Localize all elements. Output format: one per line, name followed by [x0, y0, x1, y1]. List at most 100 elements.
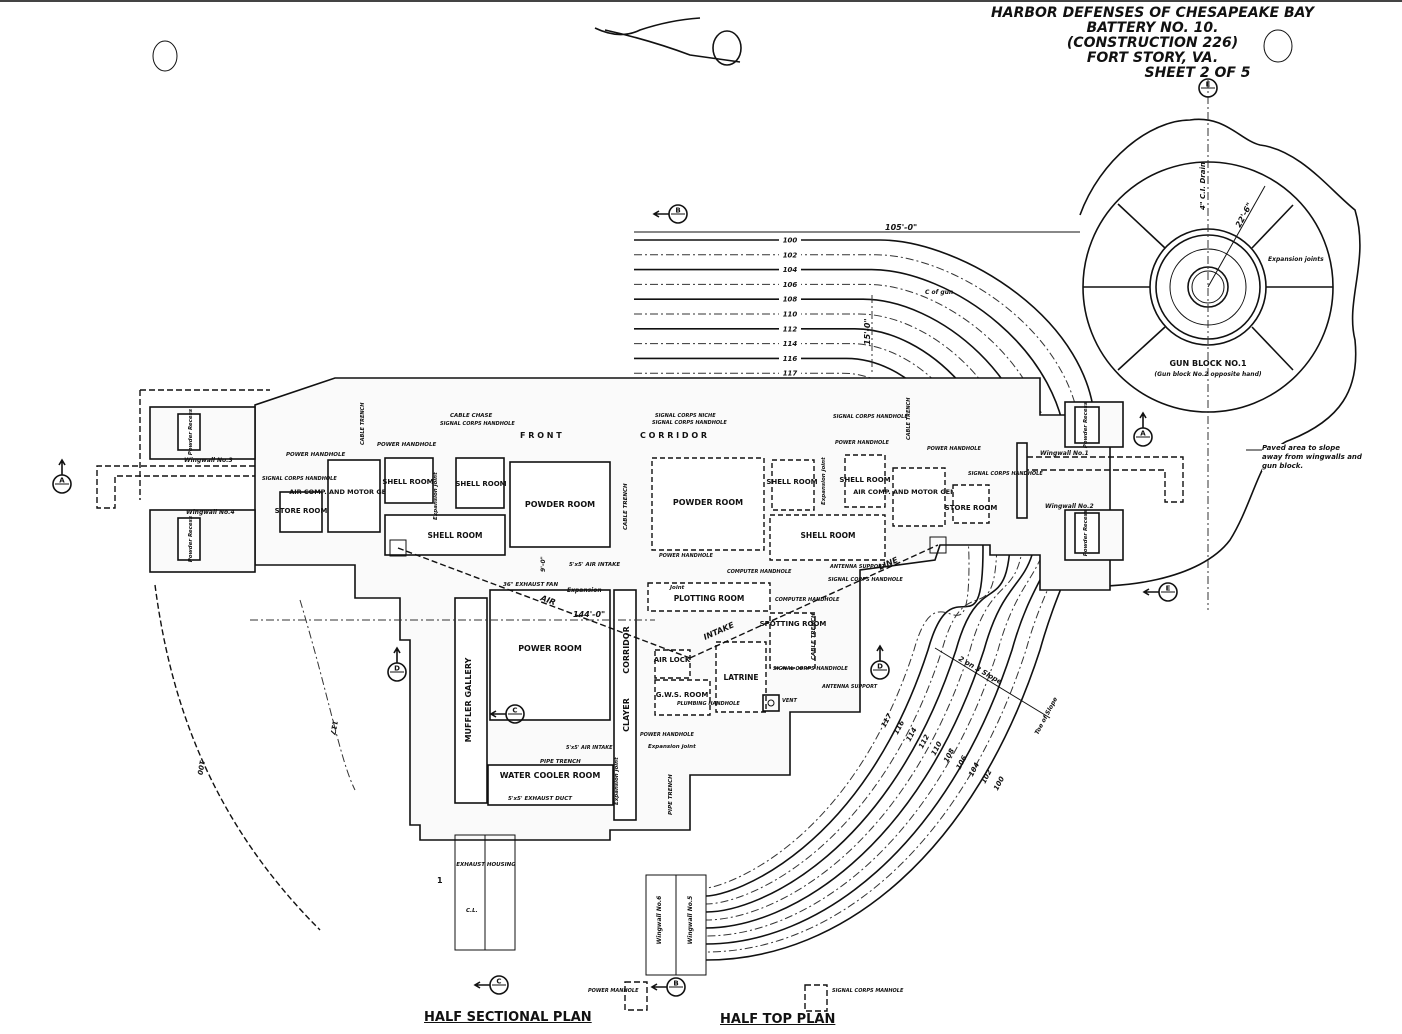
section-marker-circle [1198, 78, 1218, 98]
contour-label-backing [779, 353, 801, 362]
air-intake-line-right [689, 544, 939, 659]
punch-hole-stamp [712, 30, 742, 66]
section-marker-letter: D [877, 663, 883, 671]
store-room-right-label: STORE ROOM [945, 504, 998, 512]
section-arrow-icon [393, 646, 401, 663]
height-dim: 9'-0" [540, 556, 547, 572]
section-marker-e-top: E [1198, 78, 1218, 98]
air-intake-label: 5'x5' AIR INTAKE [569, 562, 620, 568]
shell-room-1 [384, 457, 434, 504]
gun-block-ring-5 [1191, 270, 1225, 304]
expansion-label: Expansion [567, 587, 602, 594]
muffler-gallery [454, 597, 488, 804]
power-handhole-label: POWER HANDHOLE [286, 452, 345, 458]
right-wall-plate [1016, 442, 1028, 519]
power-manhole [624, 981, 648, 1011]
power-handhole-label: POWER HANDHOLE [835, 440, 889, 446]
section-marker-letter: A [59, 477, 65, 485]
exhaust-duct-label: 5'x5' EXHAUST DUCT [508, 796, 573, 802]
plotting-room-label: PLOTTING ROOM [674, 594, 745, 603]
contour-label-top: 114 [783, 340, 798, 348]
contour-label-backing [779, 368, 801, 377]
section-arrow-icon [650, 983, 667, 991]
section-arrow-icon [1139, 411, 1147, 428]
spotting-room-label: SPOTTING ROOM [760, 620, 827, 628]
wingwall-3-label: Wingwall No.3 [184, 457, 233, 464]
contour-label-top: 104 [783, 266, 798, 274]
powder-recess-label: Powder Recess [188, 408, 194, 455]
contour-label-slope: 116 [892, 719, 906, 736]
plotting-room [647, 582, 771, 612]
section-marker-e-bottom: E [1142, 582, 1178, 602]
section-arrow-icon [489, 710, 506, 718]
powder-room-right-label: POWDER ROOM [673, 498, 743, 507]
power-manhole-label: POWER MANHOLE [588, 988, 639, 994]
air-intake-line [397, 547, 691, 659]
contour-label-top: 117 [783, 370, 798, 378]
power-room-label: POWER ROOM [518, 644, 582, 653]
contour-label-top: 110 [783, 311, 798, 319]
gun-block-note: (Gun block No.2 opposite hand) [1154, 371, 1261, 378]
corridor-vertical-label: CORRIDOR [622, 626, 631, 674]
powder-recess-label: Powder Recess [188, 515, 194, 562]
contour-label-slope: 108 [942, 747, 956, 764]
wingwall-6-label: Wingwall No.6 [656, 896, 663, 945]
power-handhole-label: POWER HANDHOLE [640, 732, 694, 738]
vent-box [762, 694, 780, 712]
shell-room-3 [771, 459, 815, 511]
signal-corps-handhole-label: SIGNAL CORPS HANDHOLE [440, 421, 515, 427]
signal-corps-handhole-label: SIGNAL CORPS HANDHOLE [968, 471, 1043, 477]
contour-label-slope: 117 [880, 712, 894, 729]
expansion-joint-label: Expansion joint [614, 757, 620, 805]
section-arrow-icon [473, 981, 490, 989]
contour-line [634, 313, 1026, 921]
powder-recess-label: Powder Recess [1083, 509, 1089, 556]
title-block: HARBOR DEFENSES OF CHESAPEAKE BAY BATTER… [991, 6, 1314, 81]
powder-recess-label: Powder Recess [1083, 401, 1089, 448]
section-marker-c-bottom: C [473, 975, 509, 995]
signal-corps-handhole-label: SIGNAL CORPS HANDHOLE [773, 666, 848, 672]
radius-dim: 22'-6" [1234, 201, 1254, 229]
contour-left-label-117: 117 [328, 720, 338, 736]
corridor-label: C O R R I D O R [640, 431, 707, 440]
contour-line [634, 283, 1054, 937]
plumbing-handhole-label: PLUMBING HANDHOLE [677, 701, 740, 707]
drain-label: 4" C.I. Drain [1199, 162, 1207, 210]
powder-recess-left-top [177, 413, 201, 451]
gun-block: 22'-6" 4" C.I. Drain Expansion joints GU… [1082, 80, 1334, 610]
signal-corps-handhole-label: SIGNAL CORPS HANDHOLE [833, 414, 908, 420]
gws-room [654, 679, 711, 716]
gun-centerline-label: C of gun [925, 289, 953, 296]
spotting-room [769, 612, 816, 669]
contour-label-backing [779, 264, 801, 273]
gws-room-label: G.W.S. ROOM [656, 691, 709, 699]
section-marker-c-mid: C [489, 704, 525, 724]
joint-label: Joint [669, 585, 685, 591]
gun-block-spoke [1251, 204, 1294, 249]
section-marker-b-bottom: B [650, 977, 686, 997]
top-border [0, 0, 1402, 2]
computer-handhole-label: COMPUTER HANDHOLE [727, 569, 792, 575]
section-marker-letter: B [675, 207, 680, 215]
expansion-joint-label: Expansion joint [821, 457, 827, 505]
cable-trench-label: CABLE TRENCH [360, 402, 366, 445]
powder-recess-right-bottom [1074, 512, 1100, 554]
section-marker-letter: C [496, 978, 501, 986]
expansion-joint-label: Expansion joint [433, 472, 439, 520]
water-cooler-label: WATER COOLER ROOM [500, 771, 601, 780]
signal-corps-manhole-label: SIGNAL CORPS MANHOLE [832, 988, 904, 994]
vent-label: VENT [782, 698, 797, 704]
signal-corps-manhole [804, 984, 828, 1012]
contour-line [634, 298, 1040, 929]
title-line-1: HARBOR DEFENSES OF CHESAPEAKE BAY [991, 5, 1314, 21]
wingwall-4-label: Wingwall No.4 [186, 509, 235, 516]
gun-block-label: GUN BLOCK NO.1 [1169, 359, 1246, 368]
contour-label-slope: 114 [905, 726, 919, 743]
latrine [715, 641, 767, 713]
section-marker-letter: A [1140, 430, 1146, 438]
contour-label-top: 100 [783, 237, 798, 245]
shell-room-1-label: SHELL ROOM [382, 478, 433, 486]
wingwall-4-block [149, 509, 256, 573]
